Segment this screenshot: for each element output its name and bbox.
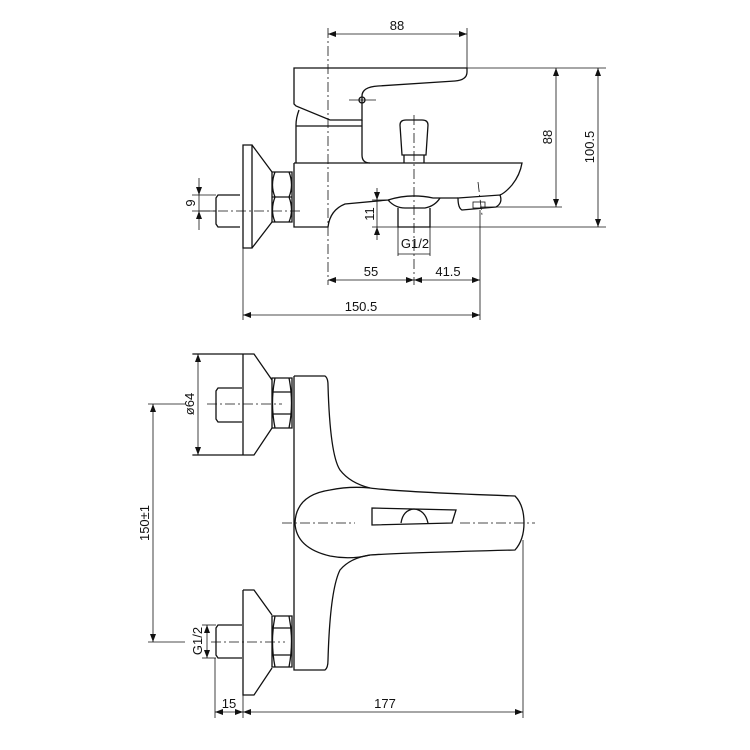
- diverter-knob: [399, 119, 429, 163]
- front-view: ø64 150±1 G1/2 15 177: [137, 353, 535, 718]
- wall-flange: [242, 144, 273, 249]
- dim-lever-reach: 88: [390, 18, 404, 33]
- dim-inlet-thread: 9: [183, 199, 198, 206]
- dim-outlet-thread: G1/2: [401, 236, 429, 251]
- dim-to-outlet: 55: [364, 264, 378, 279]
- dim-total-height: 100.5: [582, 131, 597, 164]
- cartridge-body: [295, 109, 371, 164]
- bottom-flange: [242, 589, 273, 696]
- dim-projection: 177: [374, 696, 396, 711]
- dim-height-outlet: 88: [540, 130, 555, 144]
- lever: [293, 67, 468, 121]
- side-view: 88 88 100.5 11 G1/2 55 41.5 150.5 9: [183, 18, 606, 320]
- dim-centers: 150±1: [137, 505, 152, 541]
- spout: [293, 162, 523, 228]
- dim-flange-diameter: ø64: [182, 393, 197, 415]
- body: [293, 375, 371, 671]
- nut: [271, 171, 293, 223]
- dim-outlet-to-aerator: 41.5: [435, 264, 460, 279]
- dim-outlet-height: 11: [362, 207, 377, 221]
- dim-inlet-thread-front: G1/2: [190, 627, 205, 655]
- bottom-pipe: [215, 624, 242, 659]
- dim-wall-offset: 15: [222, 696, 236, 711]
- top-nut: [271, 377, 293, 429]
- top-pipe: [215, 387, 242, 423]
- handle: [294, 486, 525, 559]
- bottom-nut: [271, 615, 293, 668]
- handle-slot: [371, 507, 457, 526]
- dim-total-depth: 150.5: [345, 299, 378, 314]
- top-flange: [193, 353, 273, 456]
